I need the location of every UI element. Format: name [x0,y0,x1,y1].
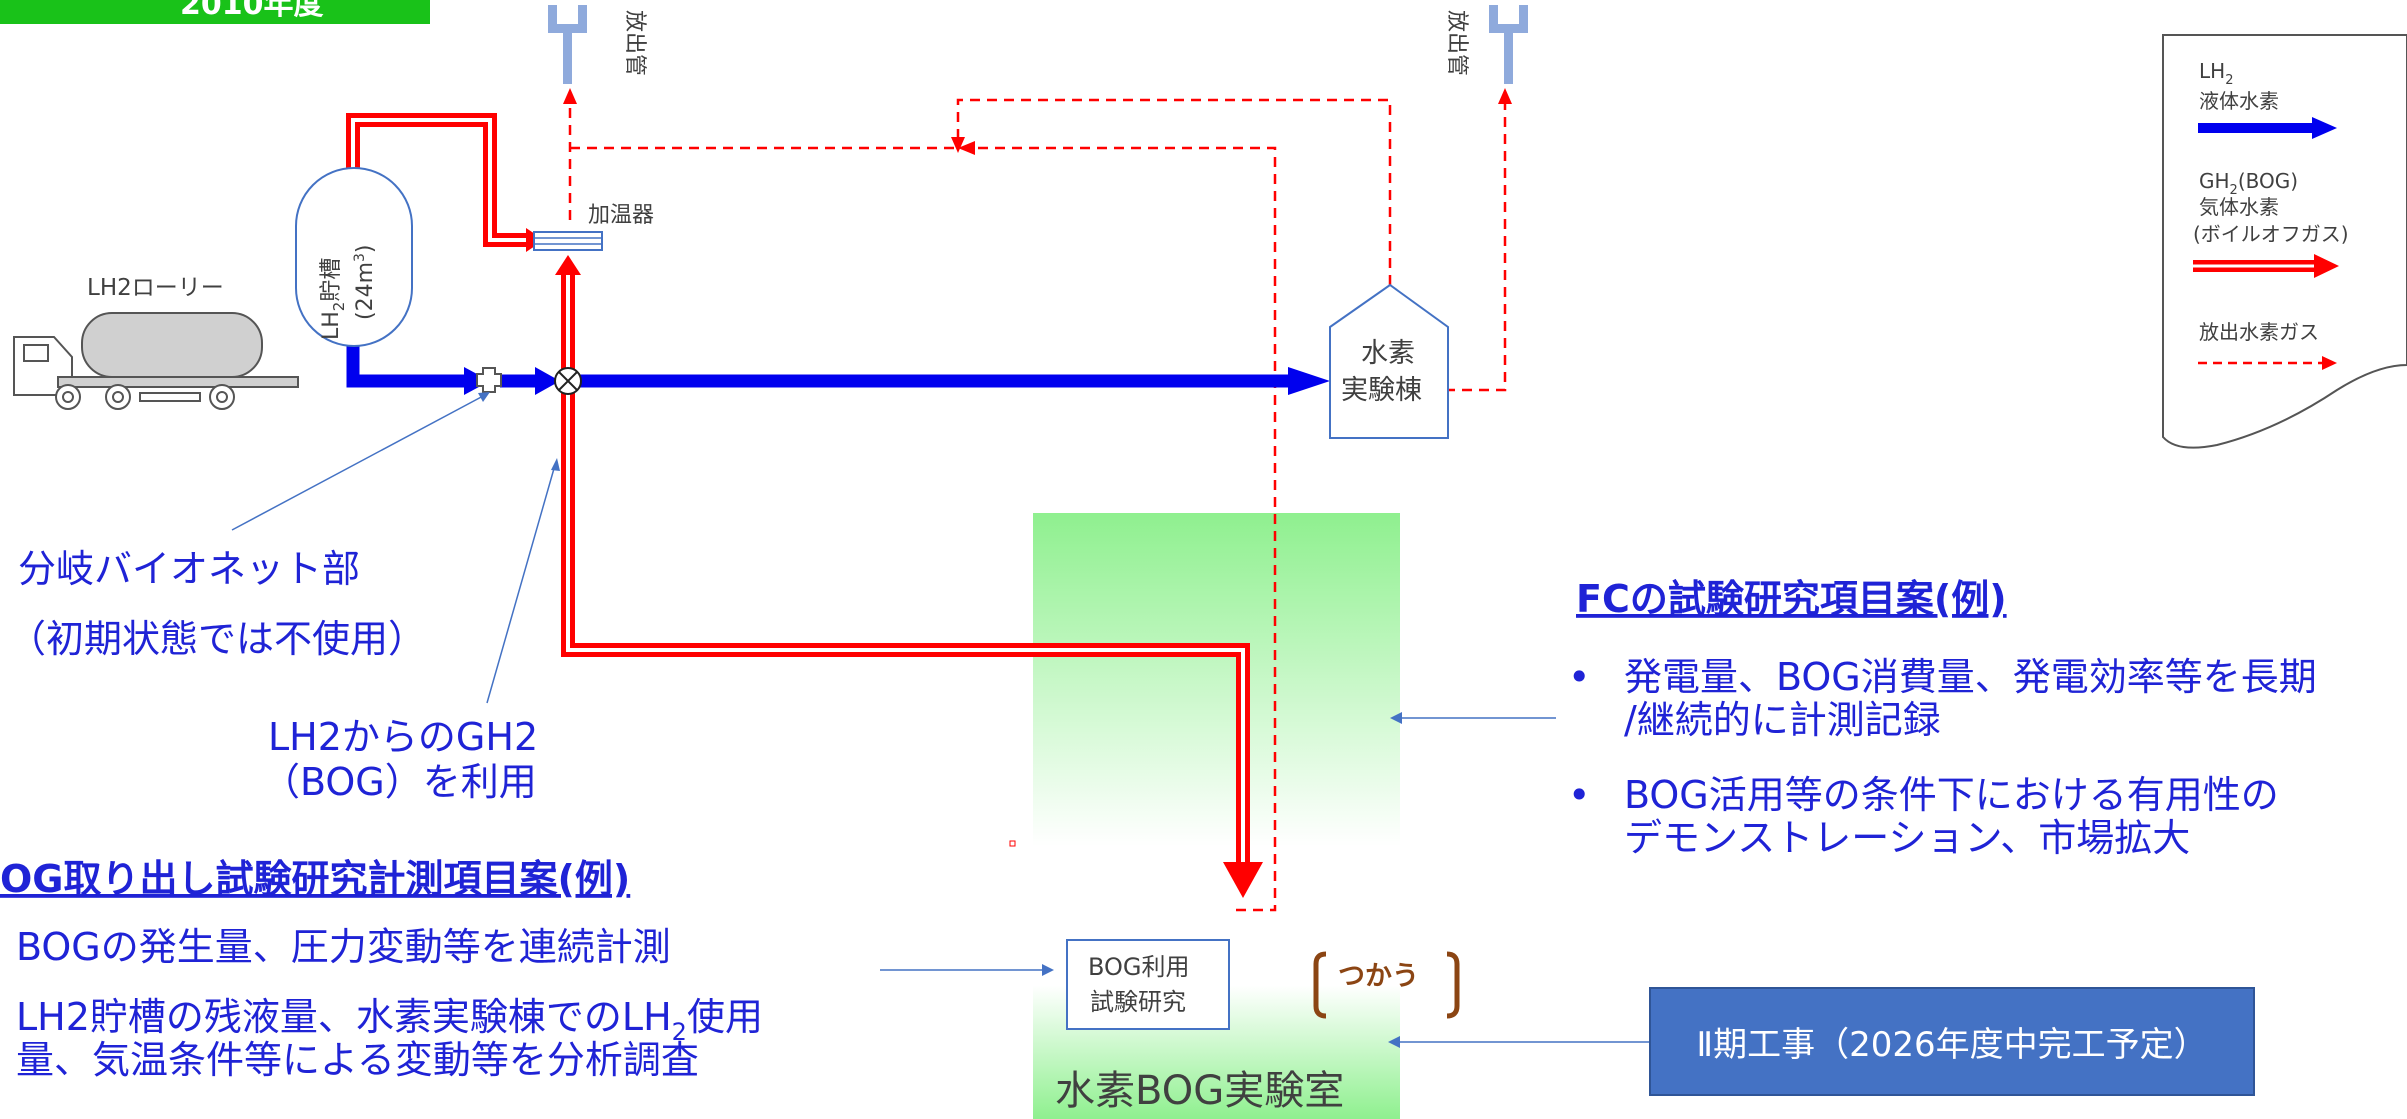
fc-bullet-1: • [1568,655,1590,699]
header-banner-text: 2010年度 [180,0,324,22]
tank-capacity: (24m3) [352,244,378,320]
bog-research-line2: 試験研究 [1090,988,1186,1016]
bog-arrowhead-up [555,255,581,275]
bayonet-joint-icon [476,367,502,393]
vent-pipe-left-icon [548,5,587,84]
bog-line-main [561,272,1250,870]
branch-note-line1: 分岐バイオネット部 [18,547,360,591]
pointer-arrowhead-phase2 [1388,1036,1400,1048]
heater-icon [533,231,603,251]
legend-vent-arrowhead [2322,356,2337,370]
legend-vent-name: 放出水素ガス [2199,320,2319,344]
legend-lh2-arrowhead [2312,117,2337,139]
phase2-callout: Ⅱ期工事（2026年度中完工予定） [1649,987,2255,1096]
branch-note-line2: （初期状態では不使用） [8,617,426,661]
legend-bog-line [2193,254,2339,278]
header-banner: 2010年度 [0,0,430,24]
lh2-tank: LH2貯槽 (24m3) [295,167,413,347]
bog-lab-title: 水素BOG実験室 [1055,1068,1344,1114]
lh2-line [346,340,1330,395]
bog-source-line1: LH2からのGH2 [268,715,538,759]
vent-arrowhead-left [563,88,577,104]
tsukau-label: つかう [1338,961,1419,992]
hydrogen-experiment-building: 水素 実験棟 [1329,283,1449,439]
tsukau-bracket: つかう [1313,951,1460,1019]
pointer-arrowhead-fc [1390,712,1402,724]
legend-gh2-name: 気体水素 [2199,195,2279,219]
bog-arrowhead-down [1223,862,1263,898]
fc-item2-line1: BOG活用等の条件下における有用性の [1624,773,2279,817]
bog-research-box: BOG利用 試験研究 [1066,939,1230,1030]
small-marker [1009,840,1016,847]
bog-item1: BOGの発生量、圧力変動等を連続計測 [16,925,671,969]
legend-gh2-note: (ボイルオフガス) [2193,222,2349,246]
bog-research-line1: BOG利用 [1088,953,1190,981]
vent-arrowhead-right [1498,88,1512,104]
lh2-lorry-icon [13,312,299,410]
pointer-lines [231,394,1649,1043]
vent-gas-lines [568,98,1507,912]
bog-item2-line1: LH2貯槽の残液量、水素実験棟でのLH2使用 [16,995,763,1046]
bog-section-heading: OG取り出し試験研究計測項目案(例) [0,857,630,901]
bog-line-tank-to-heater [346,113,530,247]
heater-label: 加温器 [588,203,654,228]
fc-item1-line1: 発電量、BOG消費量、発電効率等を長期 [1624,655,2317,699]
legend-lh2-formula: LH2 [2199,59,2233,88]
legend-lh2-name: 液体水素 [2199,89,2279,113]
legend: LH2 液体水素 GH2(BOG) 気体水素 (ボイルオフガス) 放出水素ガス [2162,34,2407,449]
fc-item2-line2: デモンストレーション、市場拡大 [1624,816,2190,860]
lorry-label: LH2ローリー [87,275,224,301]
pointer-arrowhead-bayonet [478,392,490,402]
bog-source-line2: （BOG）を利用 [262,760,537,804]
vent-arrowhead-h [958,141,975,155]
vent-pipe-right-icon [1489,5,1528,84]
fc-item1-line2: /継続的に計測記録 [1624,698,1941,742]
vent-pipe-right-label: 放出管 [1444,10,1469,76]
legend-gh2-formula: GH2(BOG) [2199,169,2298,198]
fc-bullet-2: • [1568,773,1590,817]
vent-arrowhead-mid [951,137,965,153]
pointer-arrowhead-valve [551,458,560,471]
bog-item2-line2: 量、気温条件等による変動等を分析調査 [16,1038,699,1082]
valve-icon [554,367,582,395]
fc-section-heading: FCの試験研究項目案(例) [1576,577,2007,621]
vent-pipe-left-label: 放出管 [622,10,647,76]
building-label-line2: 実験棟 [1341,375,1422,406]
pointer-arrowhead-bog [1042,964,1054,976]
building-label-line1: 水素 [1361,338,1415,369]
tank-name: LH2貯槽 [319,258,348,340]
